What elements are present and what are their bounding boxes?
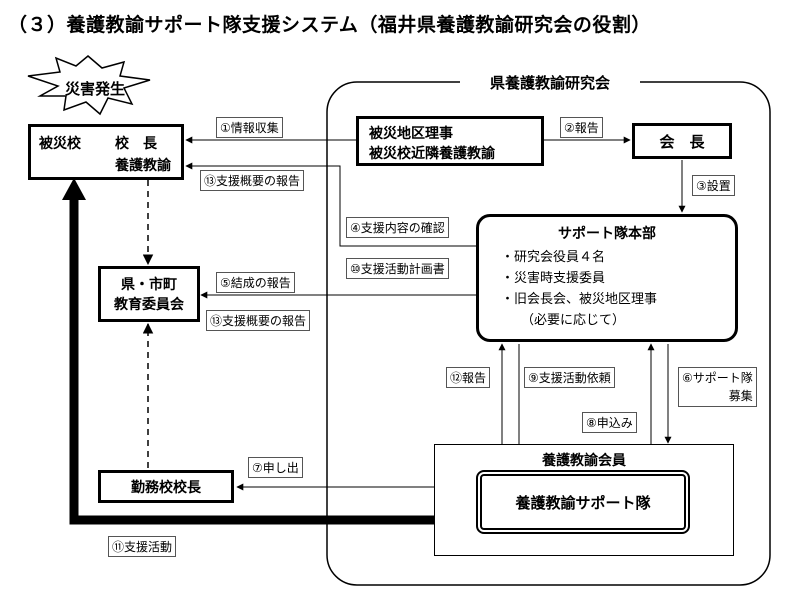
step-label-6: ⑥サポート隊 募集 [678,367,757,407]
school-name: 被災校 [39,136,81,152]
step-label-13a: ⑬支援概要の報告 [200,170,305,191]
association-title: 県養護教諭研究会 [460,71,640,93]
support-team-box: 養護教諭サポート隊 [476,470,690,534]
president-box: 会 長 [632,123,732,159]
region-line2: 被災校近隣養護教諭 [369,146,495,162]
arrow-support-activity [69,196,476,525]
step-label-8: ⑧申込み [582,412,637,433]
hq-item: （必要に応じて） [521,313,626,328]
hq-item: ・研究会役員４名 [501,250,606,265]
step-label-6-line2: 募集 [728,389,753,403]
page-title: （３）養護教諭サポート隊支援システム（福井県養護教諭研究会の役割） [8,14,651,36]
step-label-4: ④支援内容の確認 [346,217,449,238]
region-line1: 被災地区理事 [369,126,453,142]
disaster-burst-shape [27,55,151,116]
workplace-principal-box: 勤務校校長 [98,470,234,503]
education-board-box: 県・市町 教育委員会 [98,266,200,322]
arrow-support-activity-head [62,178,86,200]
regional-director-box: 被災地区理事 被災校近隣養護教諭 [356,116,544,166]
step-label-9: ⑨支援活動依頼 [524,367,615,388]
step-label-5: ⑤結成の報告 [216,272,295,293]
step-label-6-line1: ⑥サポート隊 [682,371,753,385]
disaster-label: 災害発生 [64,79,125,98]
school-nurse-role: 養護教諭 [115,158,171,174]
hq-item: ・旧会長会、被災地区理事 [501,292,658,307]
hq-item: ・災害時支援委員 [501,271,606,286]
step-label-1: ①情報収集 [216,117,283,138]
arrow-support-confirm [185,162,476,247]
step-label-10: ⑩支援活動計画書 [346,258,449,279]
step-label-13b: ⑬支援概要の報告 [206,310,311,331]
step-label-11: ⑪支援活動 [108,536,177,557]
board-line2: 教育委員会 [114,297,184,313]
step-label-12: ⑫報告 [446,367,491,388]
school-principal-role: 校 長 [115,136,157,152]
support-hq-box: サポート隊本部 ・研究会役員４名 ・災害時支援委員 ・旧会長会、被災地区理事 （… [476,214,738,342]
affected-school-box: 被災校 校 長 養護教諭 [28,124,184,180]
members-title: 養護教諭会員 [542,453,626,469]
board-line1: 県・市町 [121,277,177,293]
step-label-7: ⑦申し出 [248,457,303,478]
step-label-3: ③設置 [692,175,735,196]
step-label-2: ②報告 [560,117,603,138]
hq-name: サポート隊本部 [558,226,656,242]
